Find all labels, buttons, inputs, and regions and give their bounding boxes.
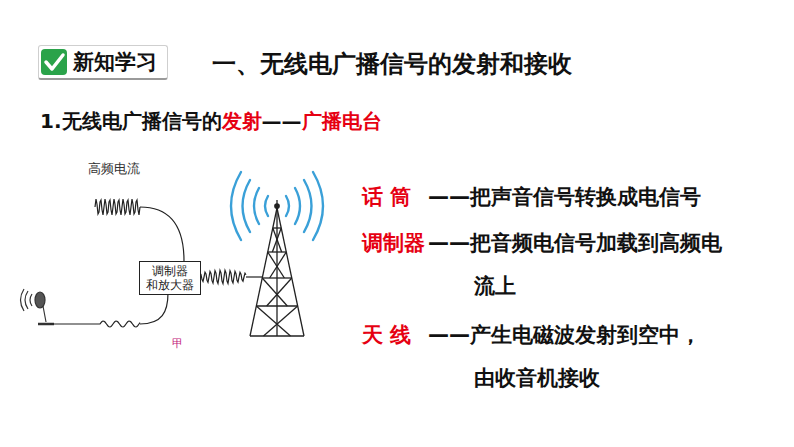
microphone (21, 289, 55, 324)
wire (140, 207, 184, 261)
term: 天 线 (362, 314, 411, 357)
radio-waves (231, 172, 323, 240)
definition: ——把音频电信号加载到高频电流上 (428, 222, 730, 308)
subtitle-text: 1.无线电广播信号的 (40, 109, 222, 133)
definition: ——把声音信号转换成电信号 (428, 176, 733, 219)
definition-row: 天 线 ——产生电磁波发射到空中，由收音机接收 (362, 314, 782, 404)
section-badge: 新知学习 (38, 45, 168, 80)
subtitle-line: 1.无线电广播信号的发射——广播电台 (40, 108, 382, 135)
subtitle-text: —— (262, 109, 302, 133)
definition: ——产生电磁波发射到空中，由收音机接收 (428, 314, 714, 400)
term: 话 筒 (362, 176, 411, 219)
audio-wire (50, 321, 140, 327)
check-square (41, 49, 67, 75)
term: 调制器 (362, 222, 425, 265)
slide-title: 一、无线电广播信号的发射和接收 (212, 48, 572, 80)
subtitle-text: 发射 (222, 109, 262, 133)
definition-row: 调制器——把音频电信号加载到高频电流上 (362, 222, 782, 312)
signal-label: 高频电流 (88, 160, 140, 178)
wire (140, 293, 168, 324)
node-text: 新知学习 (73, 49, 157, 75)
figure-label: 甲 (172, 336, 183, 351)
subtitle-text: 广播电台 (302, 109, 382, 133)
modulated-wave (199, 270, 246, 283)
modulator-box: 调制器 和放大器 (139, 261, 201, 295)
check-mark (46, 55, 63, 69)
wire (246, 276, 262, 277)
node-text: 调制器 和放大器 (145, 264, 195, 292)
high-frequency-wave (95, 199, 140, 215)
